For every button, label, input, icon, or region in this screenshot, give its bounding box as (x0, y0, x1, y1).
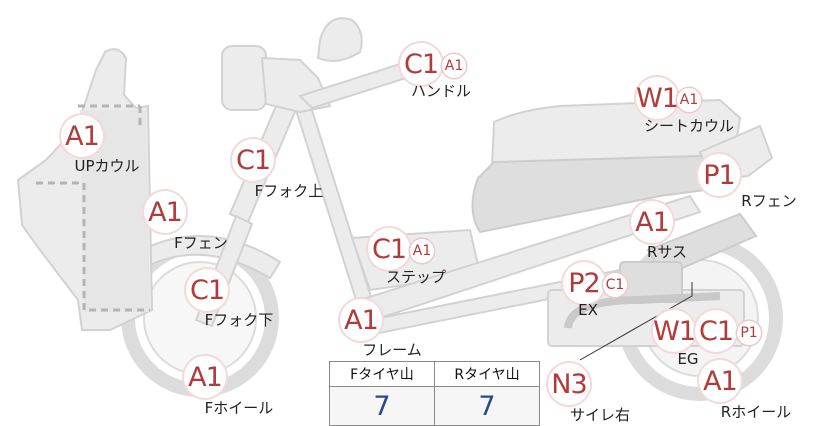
silencer-label: サイレ右 (569, 406, 631, 424)
tire-tread-table: Fタイヤ山 Rタイヤ山 7 7 (329, 361, 540, 426)
seatcowl-label: シートカウル (643, 117, 735, 135)
exhaust-pipe-shape (564, 292, 721, 329)
mirror-shape (316, 17, 363, 62)
frame-label: フレーム (362, 341, 422, 359)
cowl-dash-mid (36, 181, 150, 312)
forklow-code-badge: C1 (186, 269, 228, 311)
seatcowl-sub-badge: A1 (677, 88, 701, 112)
fwheel-code-badge: A1 (184, 356, 226, 398)
forkup-label: Fフォク上 (254, 182, 324, 200)
step-label: ステップ (385, 268, 447, 286)
rfender-code-badge: P1 (698, 154, 740, 196)
fwheel-label: Fホイール (204, 399, 274, 417)
forkup-code-badge: C1 (232, 139, 274, 181)
silencer-leader (579, 282, 693, 361)
cowl-inner-line (80, 110, 150, 312)
silencer-code-badge: N3 (548, 363, 590, 405)
rear-tire-value: 7 (434, 386, 540, 426)
seatcowl-code-badge: W1 (636, 77, 679, 119)
rwheel-label: Rホイール (720, 403, 792, 421)
ffender-label: Fフェン (174, 234, 228, 252)
exhaust-sub-badge: C1 (603, 273, 627, 297)
rwheel-code-badge: A1 (699, 360, 741, 402)
engine-label: EG (677, 350, 699, 368)
upcowl-label: UPカウル (74, 157, 140, 175)
step-sub-badge: A1 (410, 239, 434, 263)
seat-cowl-shape (471, 154, 732, 234)
exhaust-code-badge: P2 (563, 262, 605, 304)
step-code-badge: C1 (368, 228, 410, 270)
forklow-label: Fフォク下 (204, 311, 274, 329)
rear-tire-header: Rタイヤ山 (434, 361, 540, 387)
exhaust-label: EX (578, 301, 598, 319)
engine-code-badge: W1 (653, 310, 696, 352)
engine-code2-badge: C1 (695, 310, 737, 352)
front-tire-value: 7 (329, 386, 435, 426)
engine-sub-badge: P1 (737, 321, 761, 345)
handle-sub-badge: A1 (442, 54, 466, 78)
handle-label: ハンドル (410, 82, 472, 100)
rsus-code-badge: A1 (631, 201, 673, 243)
headlight-shape (221, 45, 267, 111)
frame-code-badge: A1 (340, 299, 382, 341)
rsus-label: Rサス (646, 243, 688, 261)
fork-bar-shape (294, 102, 374, 308)
upcowl-code-badge: A1 (61, 115, 103, 157)
handle-code-badge: C1 (400, 43, 442, 85)
front-tire-header: Fタイヤ山 (329, 361, 435, 387)
ffender-code-badge: A1 (144, 191, 186, 233)
rfender-label: Rフェン (741, 192, 797, 210)
